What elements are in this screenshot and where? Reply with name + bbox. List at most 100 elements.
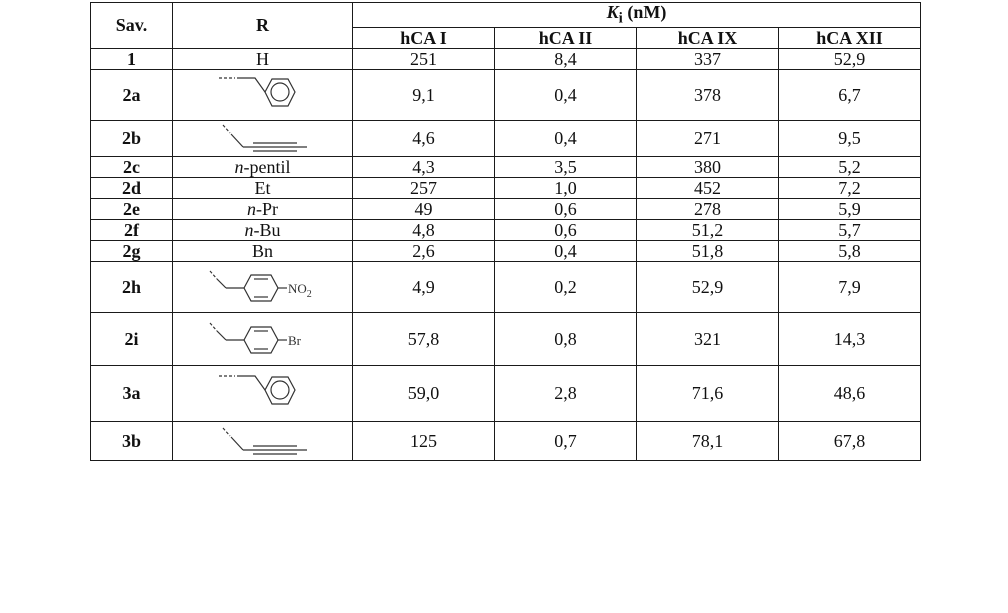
ki-hca-ix: 51,2 bbox=[636, 218, 779, 241]
ki-hca-i: 49 bbox=[352, 197, 495, 220]
substituent-cell: n-Pr bbox=[172, 197, 353, 220]
ki-hca-i: 4,6 bbox=[352, 119, 495, 157]
compound-id: 1 bbox=[90, 47, 173, 70]
ki-hca-i: 4,9 bbox=[352, 260, 495, 313]
ki-hca-xii: 9,5 bbox=[778, 119, 921, 157]
header-hca-ii: hCA II bbox=[494, 26, 637, 49]
ki-hca-ix: 71,6 bbox=[636, 364, 779, 422]
ki-hca-i: 4,8 bbox=[352, 218, 495, 241]
substituent-prefix: n bbox=[234, 156, 244, 177]
ki-hca-ix: 452 bbox=[636, 176, 779, 199]
ki-hca-ii: 0,4 bbox=[494, 239, 637, 262]
ki-hca-xii: 5,8 bbox=[778, 239, 921, 262]
ki-hca-ix: 278 bbox=[636, 197, 779, 220]
header-hca-i: hCA I bbox=[352, 26, 495, 49]
ki-hca-xii: 14,3 bbox=[778, 311, 921, 366]
ki-hca-i: 257 bbox=[352, 176, 495, 199]
compound-id: 2f bbox=[90, 218, 173, 241]
header-hca-ix: hCA IX bbox=[636, 26, 779, 49]
ki-subscript: i bbox=[618, 10, 623, 27]
substituent-cell: n-pentil bbox=[172, 155, 353, 178]
ki-data-table: Sav. R Ki (nM) hCA I hCA II hCA IX hCA X… bbox=[90, 2, 921, 461]
ki-hca-ii: 0,4 bbox=[494, 119, 637, 157]
ki-unit: (nM) bbox=[622, 2, 667, 22]
ki-hca-ix: 51,8 bbox=[636, 239, 779, 262]
compound-id: 2a bbox=[90, 68, 173, 121]
compound-id: 3b bbox=[90, 420, 173, 461]
header-sav: Sav. bbox=[90, 2, 173, 49]
ki-hca-ix: 321 bbox=[636, 311, 779, 366]
substituent-text: H bbox=[256, 48, 269, 69]
ki-hca-ii: 0,8 bbox=[494, 311, 637, 366]
butynyl-structure-icon bbox=[172, 119, 353, 157]
ki-hca-ix: 52,9 bbox=[636, 260, 779, 313]
phenylethyl-structure-icon bbox=[172, 364, 353, 422]
ki-hca-i: 251 bbox=[352, 47, 495, 70]
ki-hca-xii: 7,2 bbox=[778, 176, 921, 199]
ki-hca-ix: 78,1 bbox=[636, 420, 779, 461]
ki-hca-ii: 0,6 bbox=[494, 218, 637, 241]
compound-id: 2g bbox=[90, 239, 173, 262]
ki-hca-ii: 3,5 bbox=[494, 155, 637, 178]
substituent-text: Et bbox=[254, 177, 271, 198]
substituent-cell: H bbox=[172, 47, 353, 70]
compound-id: 3a bbox=[90, 364, 173, 422]
ki-hca-xii: 6,7 bbox=[778, 68, 921, 121]
substituent-text: -Pr bbox=[256, 198, 278, 219]
ki-hca-xii: 5,2 bbox=[778, 155, 921, 178]
nitro-label: NO2 bbox=[288, 281, 312, 300]
butynyl-structure-icon bbox=[172, 420, 353, 461]
ki-hca-ix: 378 bbox=[636, 68, 779, 121]
substituent-cell: Et bbox=[172, 176, 353, 199]
ki-hca-xii: 7,9 bbox=[778, 260, 921, 313]
ki-hca-xii: 48,6 bbox=[778, 364, 921, 422]
substituent-text: -pentil bbox=[243, 156, 291, 177]
ki-hca-xii: 5,9 bbox=[778, 197, 921, 220]
ki-hca-i: 57,8 bbox=[352, 311, 495, 366]
substituent-cell: Bn bbox=[172, 239, 353, 262]
substituent-text: Bn bbox=[251, 240, 273, 261]
substituent-text: -Bu bbox=[253, 219, 281, 240]
compound-id: 2e bbox=[90, 197, 173, 220]
header-r: R bbox=[172, 2, 353, 49]
ki-hca-i: 125 bbox=[352, 420, 495, 461]
compound-id: 2c bbox=[90, 155, 173, 178]
substituent-cell: n-Bu bbox=[172, 218, 353, 241]
ki-hca-i: 4,3 bbox=[352, 155, 495, 178]
ki-hca-ii: 0,2 bbox=[494, 260, 637, 313]
substituent-prefix: n bbox=[247, 198, 256, 219]
ki-hca-ii: 0,6 bbox=[494, 197, 637, 220]
ki-hca-ii: 2,8 bbox=[494, 364, 637, 422]
ki-hca-ix: 337 bbox=[636, 47, 779, 70]
ki-hca-ii: 0,7 bbox=[494, 420, 637, 461]
compound-id: 2h bbox=[90, 260, 173, 313]
ki-hca-i: 9,1 bbox=[352, 68, 495, 121]
ki-hca-ii: 8,4 bbox=[494, 47, 637, 70]
header-ki: Ki (nM) bbox=[352, 2, 921, 28]
ki-hca-xii: 52,9 bbox=[778, 47, 921, 70]
bromo-label: Br bbox=[288, 333, 302, 348]
ki-hca-ix: 271 bbox=[636, 119, 779, 157]
ki-symbol: K bbox=[606, 2, 619, 22]
bromobenzyl-structure-icon: Br bbox=[172, 311, 353, 366]
phenylethyl-structure-icon bbox=[172, 68, 353, 121]
ki-hca-i: 59,0 bbox=[352, 364, 495, 422]
ki-hca-ix: 380 bbox=[636, 155, 779, 178]
compound-id: 2b bbox=[90, 119, 173, 157]
ki-hca-ii: 1,0 bbox=[494, 176, 637, 199]
ki-hca-xii: 5,7 bbox=[778, 218, 921, 241]
ki-hca-ii: 0,4 bbox=[494, 68, 637, 121]
